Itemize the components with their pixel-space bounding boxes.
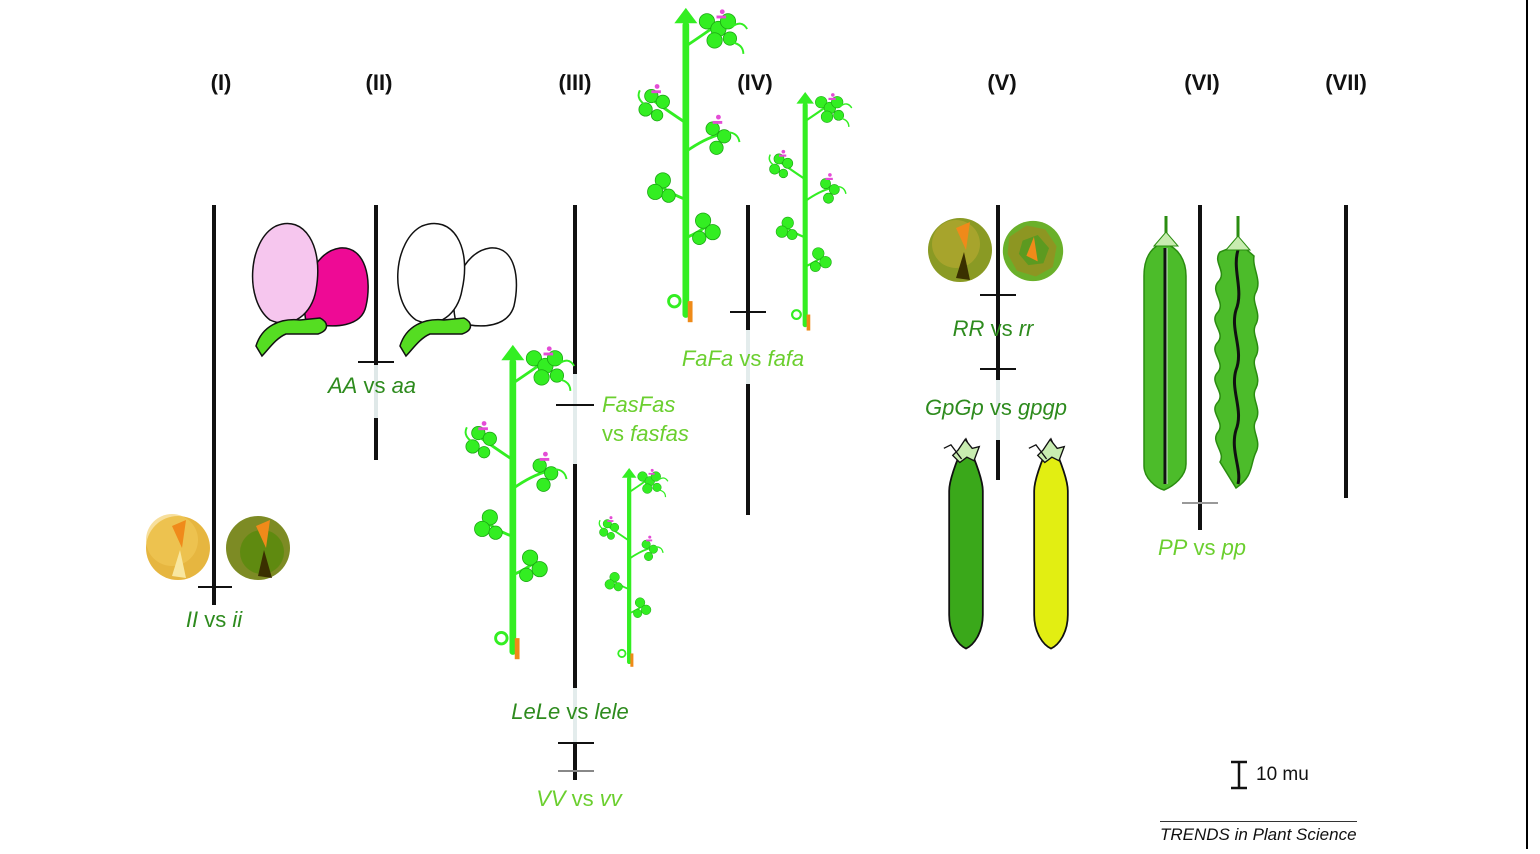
green-pod-icon [942, 438, 984, 650]
purple-flower-icon [251, 222, 369, 358]
chromosome-v [980, 205, 1016, 480]
scale-bar-label: 10 mu [1256, 764, 1309, 785]
gene-label-fa: FaFa vs fafa [681, 346, 805, 371]
source-credit: TRENDS in Plant Science [1160, 821, 1357, 845]
smooth-pod-icon [1143, 216, 1187, 491]
chromosome-vi [1182, 205, 1218, 530]
gene-label-p: PP vs pp [1157, 535, 1247, 560]
yellow-pod-icon [1027, 438, 1069, 650]
pea-plant-icon [769, 92, 851, 331]
gene-label-a: AA vs aa [327, 373, 417, 398]
round-seed-icon [928, 218, 992, 282]
gene-label-v: VV vs vv [536, 786, 622, 811]
pea-plant-icon [466, 345, 575, 659]
chromosome-i [198, 205, 232, 605]
chromosome-label: (VI) [1184, 70, 1220, 95]
chromosome-label: (I) [210, 70, 232, 95]
chromosome-label: (V) [987, 70, 1017, 95]
gene-label-r: RR vs rr [952, 316, 1034, 341]
yellow-seed-icon [146, 514, 210, 580]
chromosome-ii [358, 205, 394, 460]
scale-bar [1231, 760, 1247, 790]
gene-label-le: LeLe vs lele [511, 699, 629, 724]
wrinkled-seed-icon [1002, 220, 1064, 282]
constricted-pod-icon [1214, 216, 1259, 490]
chromosome-label: (II) [365, 70, 393, 95]
chromosome-label: (VII) [1325, 70, 1367, 95]
white-flower-icon [397, 222, 518, 358]
chromosome-iii [556, 205, 594, 780]
pea-plant-icon [639, 8, 748, 322]
gene-label-gp: GpGp vs gpgp [925, 395, 1067, 420]
gene-label-i: II vs ii [185, 607, 243, 632]
chromosome-label: (III) [558, 70, 592, 95]
green-seed-icon [226, 516, 290, 580]
chromosome-label: (IV) [737, 70, 773, 95]
right-border [1526, 0, 1528, 849]
chromosome-iv [730, 205, 766, 515]
pea-plant-icon [599, 468, 668, 667]
